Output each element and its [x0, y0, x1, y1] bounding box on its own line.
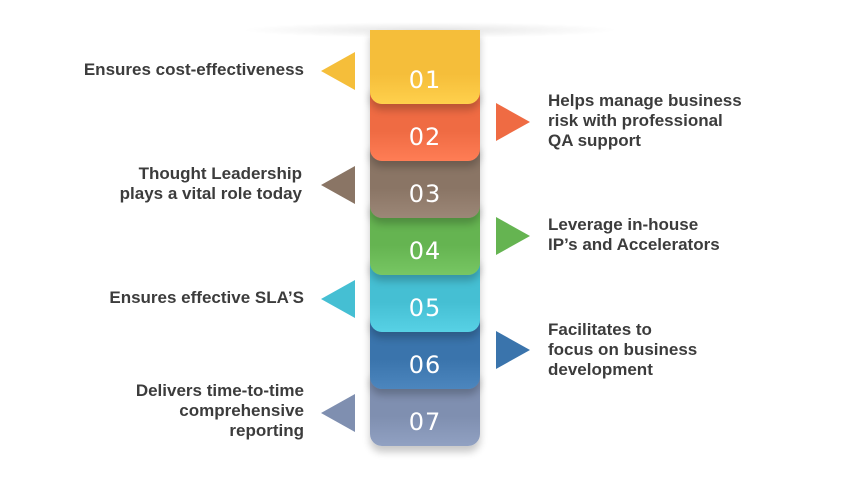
label-line: development [548, 360, 653, 379]
label-line: Ensures cost-effectiveness [83, 60, 304, 79]
step-label-01: Ensures cost-effectiveness [84, 60, 304, 80]
label-line: QA support [548, 131, 641, 150]
step-number-07: 07 [408, 408, 442, 436]
step-number-02: 02 [408, 123, 442, 151]
label-line: Leverage in-house [548, 215, 699, 234]
step-label-05: Ensures effective SLA’S [109, 288, 304, 308]
label-line: Delivers time-to-time [135, 381, 304, 400]
step-label-03: Thought Leadership plays a vital role to… [120, 164, 302, 204]
step-label-04: Leverage in-house IP’s and Accelerators [548, 215, 720, 255]
arrow-left-icon [321, 52, 355, 90]
label-line: risk with professional [548, 111, 723, 130]
step-number-04: 04 [408, 237, 442, 265]
label-line: focus on business [548, 340, 698, 359]
arrow-right-icon [496, 331, 530, 369]
label-line: IP’s and Accelerators [548, 235, 720, 254]
label-line: Thought Leadership [138, 164, 302, 183]
label-line: plays a vital role today [119, 184, 302, 203]
step-label-02: Helps manage business risk with professi… [548, 91, 742, 151]
label-line: Facilitates to [548, 320, 652, 339]
step-block-01: 01 [370, 30, 480, 104]
label-line: comprehensive [179, 401, 304, 420]
step-number-03: 03 [408, 180, 442, 208]
label-line: reporting [229, 421, 304, 440]
arrow-left-icon [321, 394, 355, 432]
step-label-06: Facilitates to focus on business develop… [548, 320, 697, 380]
step-number-05: 05 [408, 294, 442, 322]
label-line: Helps manage business [548, 91, 742, 110]
arrow-left-icon [321, 166, 355, 204]
step-number-01: 01 [408, 66, 442, 94]
arrow-left-icon [321, 280, 355, 318]
arrow-right-icon [496, 217, 530, 255]
arrow-right-icon [496, 103, 530, 141]
label-line: Ensures effective SLA’S [109, 288, 304, 307]
step-number-06: 06 [408, 351, 442, 379]
step-label-07: Delivers time-to-time comprehensive repo… [136, 381, 304, 441]
